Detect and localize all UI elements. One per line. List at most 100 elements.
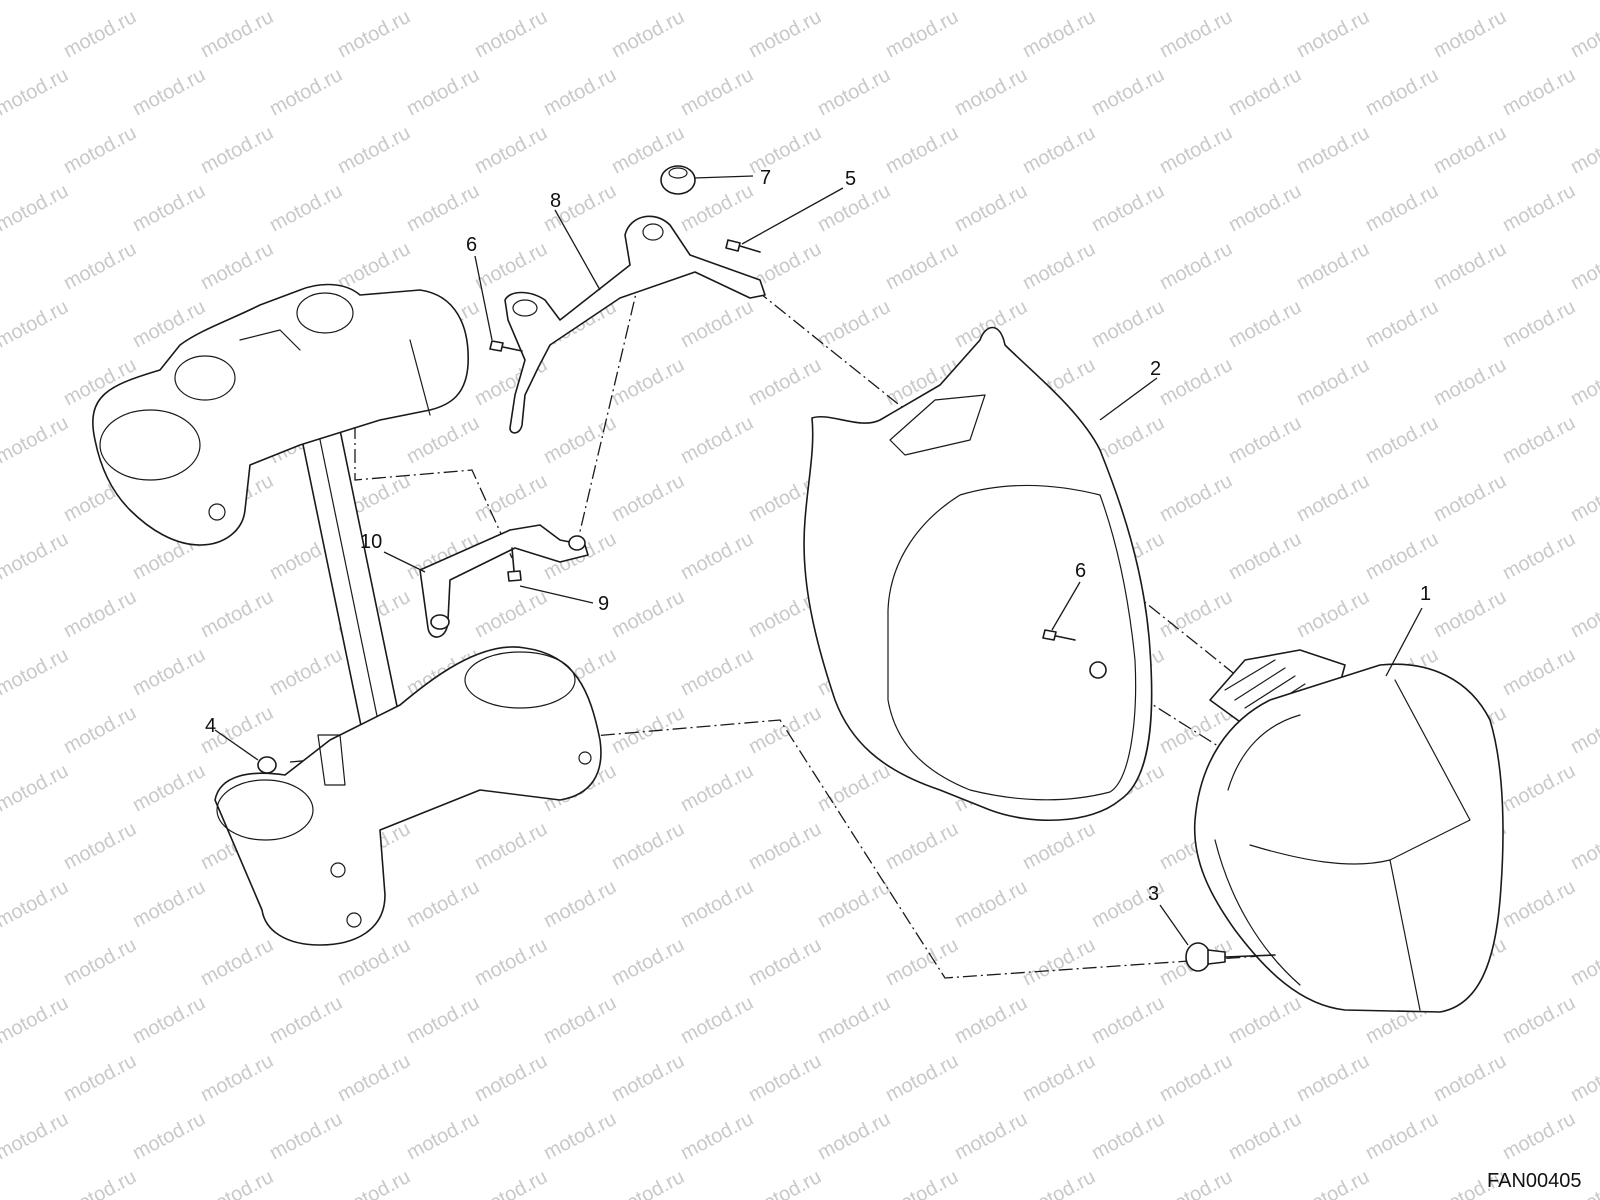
assembly-line-bracket8-to-bracket10: [577, 254, 646, 541]
watermark-text: motod.ru: [0, 412, 72, 468]
part-2-headlight-fairing: [803, 326, 1153, 822]
watermark-text: motod.ru: [882, 122, 962, 178]
callout-2: 2: [1150, 358, 1161, 380]
watermark-text: motod.ru: [0, 876, 72, 932]
watermark-text: motod.ru: [1088, 64, 1168, 120]
watermark-text: motod.ru: [1430, 6, 1510, 62]
fairing-vent: [889, 394, 986, 456]
watermark-text: motod.ru: [197, 1166, 277, 1200]
watermark-text: motod.ru: [882, 238, 962, 294]
watermark-text: motod.ru: [1430, 238, 1510, 294]
watermark-text: motod.ru: [540, 0, 620, 4]
steering-stem-edge: [317, 429, 384, 746]
watermark-text: motod.ru: [540, 992, 620, 1048]
lower-yoke-fork-hole-left: [216, 779, 314, 841]
watermark-text: motod.ru: [334, 1050, 414, 1106]
fairing-mount-hole: [1089, 661, 1107, 679]
watermark-text: motod.ru: [471, 122, 551, 178]
watermark-text: motod.ru: [540, 1108, 620, 1164]
headlight-lens: [1193, 663, 1504, 1013]
part-10-lower-bracket: [419, 524, 589, 638]
watermark-text: motod.ru: [1019, 934, 1099, 990]
watermark-text: motod.ru: [1567, 238, 1600, 294]
watermark-text: motod.ru: [60, 586, 140, 642]
watermark-text: motod.ru: [814, 0, 894, 4]
watermark-text: motod.ru: [1156, 6, 1236, 62]
part-6-screw-upper: [489, 340, 523, 352]
watermark-text: motod.ru: [1430, 122, 1510, 178]
watermark-text: motod.ru: [540, 64, 620, 120]
watermark-text: motod.ru: [471, 1050, 551, 1106]
watermark-text: motod.ru: [745, 934, 825, 990]
watermark-text: motod.ru: [1567, 6, 1600, 62]
watermark-text: motod.ru: [334, 6, 414, 62]
watermark-text: motod.ru: [677, 64, 757, 120]
part-7-grommet-hole: [668, 167, 688, 179]
watermark-text: motod.ru: [1019, 6, 1099, 62]
watermark-text: motod.ru: [1156, 586, 1236, 642]
watermark-text: motod.ru: [1499, 760, 1579, 816]
watermark-text: motod.ru: [1362, 528, 1442, 584]
upper-yoke-fork-hole-left: [99, 409, 201, 481]
watermark-text: motod.ru: [608, 470, 688, 526]
callout-3: 3: [1148, 883, 1159, 905]
callout-4: 4: [205, 715, 216, 737]
part-3-grommet-pin: [1207, 949, 1276, 965]
watermark-text: motod.ru: [334, 1166, 414, 1200]
watermark-text: motod.ru: [1499, 0, 1579, 4]
watermark-text: motod.ru: [677, 528, 757, 584]
watermark-text: motod.ru: [1019, 1050, 1099, 1106]
watermark-text: motod.ru: [0, 644, 72, 700]
watermark-text: motod.ru: [608, 702, 688, 758]
watermark-text: motod.ru: [677, 296, 757, 352]
fairing-shell: [803, 326, 1153, 822]
part-6-screw-fairing: [1042, 629, 1076, 641]
leader-1: [1385, 607, 1423, 677]
watermark-text: motod.ru: [403, 1108, 483, 1164]
watermark-text: motod.ru: [677, 1108, 757, 1164]
watermark-text: motod.ru: [471, 6, 551, 62]
watermark-text: motod.ru: [1499, 180, 1579, 236]
watermark-text: motod.ru: [1499, 528, 1579, 584]
upper-yoke-bolt-hole: [208, 503, 226, 521]
watermark-text: motod.ru: [0, 180, 72, 236]
watermark-text: motod.ru: [608, 6, 688, 62]
bracket-10-stud: [568, 535, 586, 551]
assembly-line-yoke-to-bracket10: [354, 425, 513, 559]
watermark-text: motod.ru: [814, 760, 894, 816]
watermark-text: motod.ru: [60, 818, 140, 874]
watermark-text: motod.ru: [1293, 238, 1373, 294]
watermark-text: motod.ru: [1567, 354, 1600, 410]
lower-yoke-bolt-hole-2: [346, 912, 362, 928]
watermark-text: motod.ru: [814, 296, 894, 352]
part-3-grommet: [1185, 942, 1211, 972]
watermark-text: motod.ru: [1019, 1166, 1099, 1200]
watermark-text: motod.ru: [0, 992, 72, 1048]
watermark-text: motod.ru: [471, 586, 551, 642]
watermark-text: motod.ru: [266, 180, 346, 236]
watermark-text: motod.ru: [951, 64, 1031, 120]
leader-2: [1099, 377, 1158, 421]
leader-lines: [214, 175, 1423, 946]
watermark-text: motod.ru: [197, 238, 277, 294]
part-9-screw: [507, 547, 522, 582]
upper-yoke-boss-2: [296, 292, 354, 334]
watermark-text: motod.ru: [197, 934, 277, 990]
watermark-text: motod.ru: [403, 180, 483, 236]
leader-6b: [1051, 581, 1081, 631]
watermark-text: motod.ru: [403, 876, 483, 932]
upper-yoke-rib: [239, 329, 431, 416]
watermark-text: motod.ru: [951, 992, 1031, 1048]
bracket-8-body: [504, 215, 766, 434]
watermark-text: motod.ru: [60, 6, 140, 62]
watermark-text: motod.ru: [1225, 528, 1305, 584]
watermark-text: motod.ru: [745, 1050, 825, 1106]
callout-7: 7: [760, 167, 771, 189]
watermark-text: motod.ru: [1019, 122, 1099, 178]
watermark-text: motod.ru: [608, 1050, 688, 1106]
headlight-rim: [1214, 714, 1301, 986]
watermark-text: motod.ru: [1088, 1108, 1168, 1164]
watermark-text: motod.ru: [1499, 1108, 1579, 1164]
watermark-text: motod.ru: [0, 528, 72, 584]
